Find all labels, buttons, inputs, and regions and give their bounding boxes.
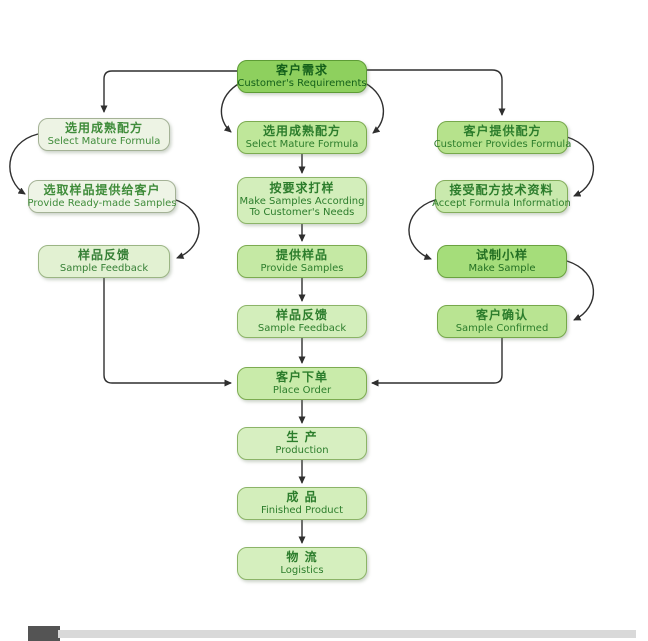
node-label-en: Select Mature Formula (47, 135, 161, 147)
node-label-zh: 生 产 (286, 430, 318, 444)
node-label-zh: 提供样品 (275, 248, 328, 262)
node-label-en: Customer's Requirements (237, 77, 367, 89)
node-label-en: Select Mature Formula (245, 138, 359, 150)
node-label-zh: 选取样品提供给客户 (43, 183, 161, 197)
flow-edge-sample-feedback-left--place-order-6 (103, 278, 232, 387)
flow-edge-sample-confirmed--place-order-17 (371, 338, 503, 387)
node-label-zh: 选用成熟配方 (262, 124, 341, 138)
node-label-zh: 样品反馈 (275, 308, 328, 322)
flow-edge-provide-ready-made-samples--sample-feedback-left-5 (172, 198, 200, 259)
node-label-zh: 客户确认 (475, 308, 528, 322)
flow-edge-make-sample--sample-confirmed-16 (566, 260, 595, 321)
node-label-en: Production (275, 444, 329, 456)
node-label-en: Make Sample (468, 262, 536, 274)
node-label-en: Sample Feedback (59, 262, 149, 274)
node-label-zh: 客户需求 (275, 63, 328, 77)
bottom-edge-strip (58, 630, 636, 638)
bottom-left-fragment (28, 626, 60, 641)
node-label-zh: 物 流 (286, 550, 318, 564)
node-label-zh: 接受配方技术资料 (449, 183, 554, 197)
node-label-en: Sample Feedback (257, 322, 347, 334)
flow-edge-customer-requirements--customer-provides-formula-2 (367, 69, 506, 116)
node-label-zh: 选用成熟配方 (64, 121, 143, 135)
node-label-en: Provide Samples (260, 262, 344, 274)
flow-edge-customer-requirements--select-mature-formula-mid-1 (220, 82, 241, 133)
node-label-zh: 客户下单 (275, 370, 328, 384)
node-label-en: Make Samples According To Customer's Nee… (239, 196, 365, 219)
node-label-zh: 客户提供配方 (463, 124, 542, 138)
node-label-en: Accept Formula Information (432, 197, 571, 209)
node-label-en: Sample Confirmed (455, 322, 549, 334)
flow-edge-accept-formula-information--make-sample-15 (408, 199, 436, 260)
node-label-zh: 按要求打样 (269, 181, 335, 196)
node-label-zh: 试制小样 (475, 248, 528, 262)
node-label-zh: 样品反馈 (77, 248, 130, 262)
flow-edge-customer-requirements--select-mature-formula-mid-3 (364, 82, 385, 134)
node-label-en: Logistics (280, 564, 324, 576)
node-label-en: Provide Ready-made Samples (27, 197, 177, 209)
node-label-en: Place Order (272, 384, 332, 396)
node-label-zh: 成 品 (286, 490, 318, 504)
node-label-en: Finished Product (260, 504, 344, 516)
node-label-en: Customer Provides Formula (433, 138, 572, 150)
flow-edge-customer-requirements--select-mature-formula-left-0 (100, 70, 237, 113)
